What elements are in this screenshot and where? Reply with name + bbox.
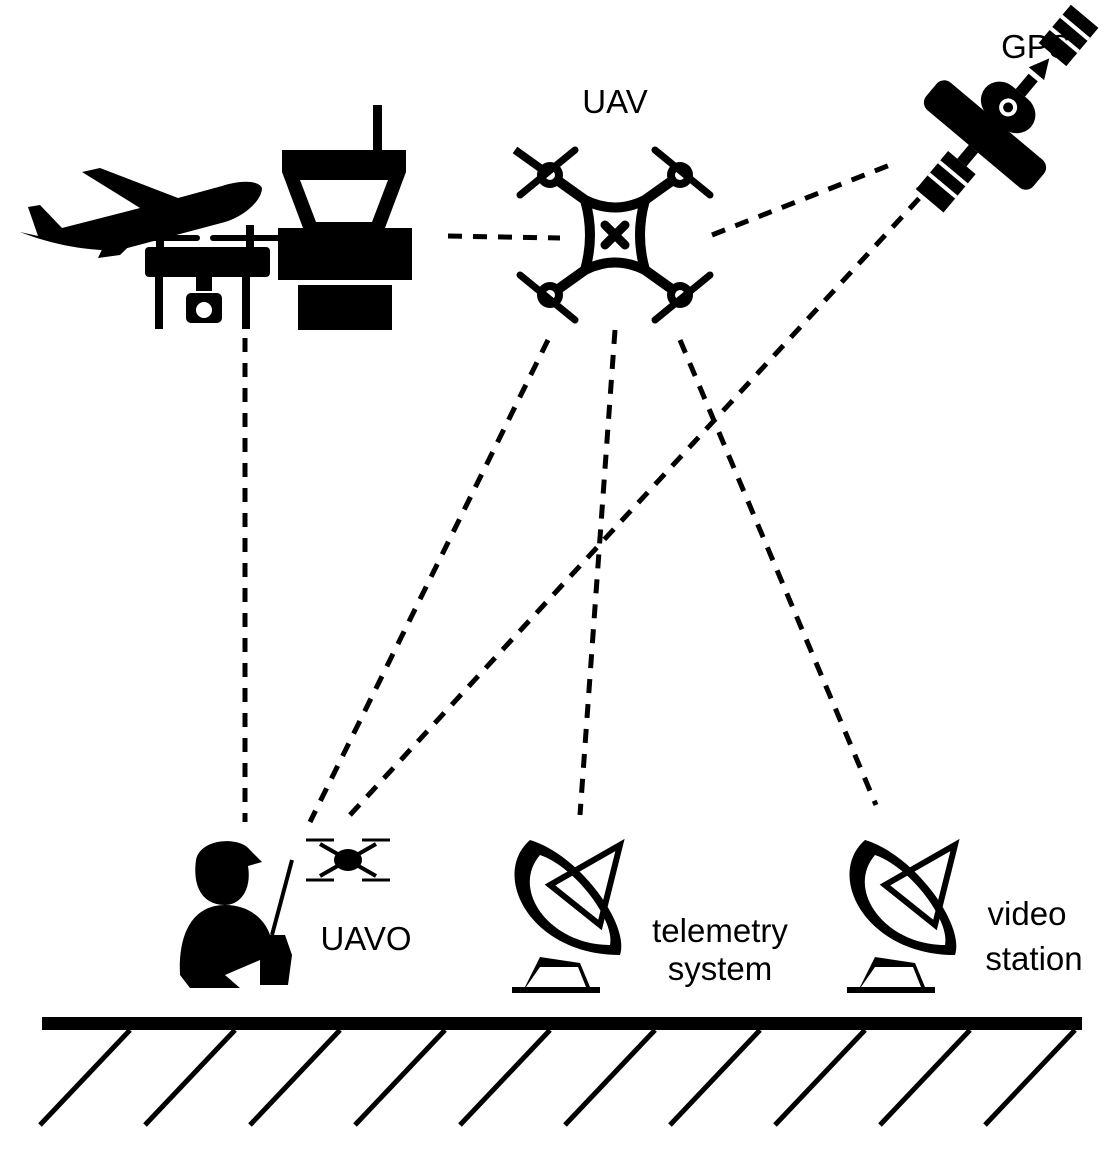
link-uav-telemetry xyxy=(577,329,618,816)
ground-hatch xyxy=(353,1028,447,1127)
dish-antenna-icon xyxy=(847,838,960,993)
uav-label: UAV xyxy=(582,83,647,120)
video-label-line2: station xyxy=(985,940,1082,977)
mini-drone-icon xyxy=(306,838,390,882)
uavo-label: UAVO xyxy=(320,920,411,957)
gps-label: GPS xyxy=(1001,28,1071,65)
ground-hatch xyxy=(878,1028,972,1127)
dish-antenna-icon xyxy=(512,838,625,995)
communication-links xyxy=(242,162,940,824)
ground-hatch xyxy=(983,1028,1077,1127)
ground xyxy=(38,1017,1082,1127)
telemetry-label-line2: system xyxy=(668,950,773,987)
airplane-icon xyxy=(20,168,262,258)
link-uav-video xyxy=(677,339,879,806)
camera-drone-icon xyxy=(120,225,290,329)
ground-hatch xyxy=(38,1028,132,1127)
control-tower-icon xyxy=(278,105,412,330)
link-tower-uav xyxy=(447,233,561,241)
satellite-icon xyxy=(915,4,1099,213)
link-operator-gps xyxy=(348,190,927,817)
ground-hatch xyxy=(248,1028,342,1127)
link-uav-operator xyxy=(307,338,551,824)
ground-hatch xyxy=(668,1028,762,1127)
video-label-line1: video xyxy=(988,895,1067,932)
link-uav-gps xyxy=(711,162,891,238)
telemetry-label-line1: telemetry xyxy=(652,912,788,949)
ground-hatch xyxy=(563,1028,657,1127)
operator-icon xyxy=(179,841,294,988)
ground-hatch xyxy=(773,1028,867,1127)
quadcopter-icon xyxy=(512,146,714,324)
ground-hatch xyxy=(458,1028,552,1127)
ground-hatch xyxy=(143,1028,237,1127)
